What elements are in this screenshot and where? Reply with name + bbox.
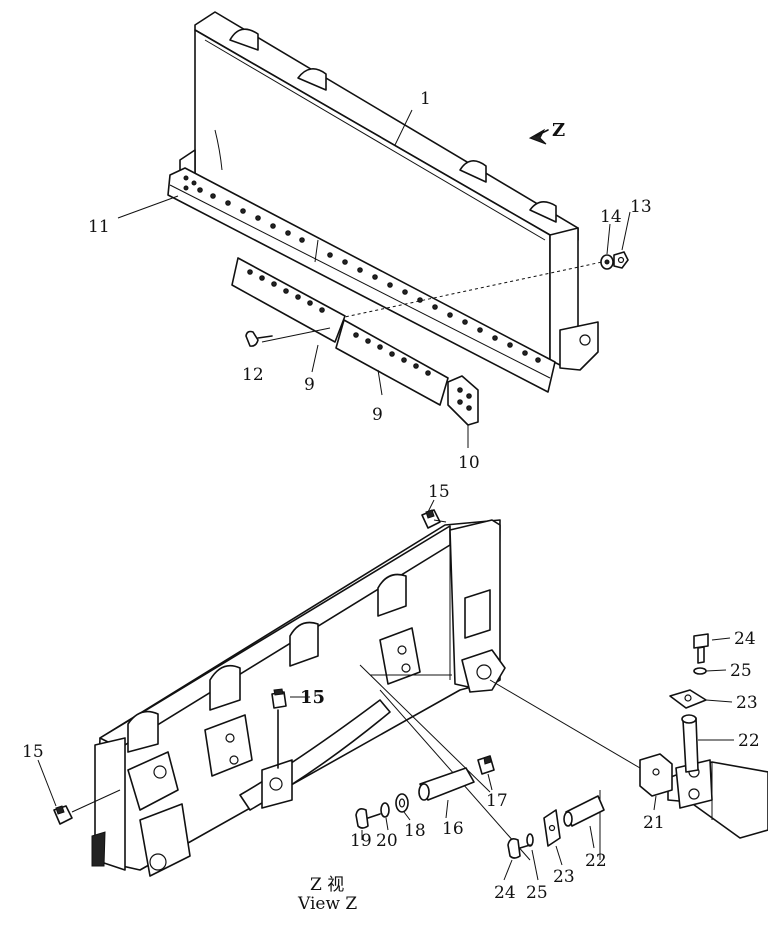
label-part-24-lower: 24	[494, 883, 516, 903]
bolt-24-lower	[507, 838, 531, 859]
washer-25-lower	[526, 833, 534, 847]
label-part-15-middle: 15	[300, 687, 325, 708]
label-part-18: 18	[404, 821, 426, 841]
cutting-edge-piece-right	[335, 319, 449, 406]
label-part-22-lower: 22	[585, 851, 607, 871]
grease-fitting-top	[421, 509, 441, 529]
label-part-16: 16	[442, 819, 464, 839]
block-21	[639, 753, 673, 797]
fitting-17	[477, 755, 495, 775]
bolt-24-right	[693, 633, 709, 664]
view-arrow	[528, 128, 549, 145]
cutting-edge-holes	[197, 187, 541, 363]
label-part-15-top: 15	[428, 482, 450, 502]
label-part-23-lower: 23	[553, 867, 575, 887]
caption-line-2: View Z	[297, 894, 357, 914]
label-part-19: 19	[350, 831, 372, 851]
nut-washer	[600, 251, 629, 270]
pin-22-lower	[563, 795, 605, 827]
label-part-25-lower: 25	[526, 883, 548, 903]
label-part-24-right: 24	[734, 629, 756, 649]
stopper-23-right	[669, 689, 707, 709]
washer-25-right	[693, 667, 707, 675]
label-part-11: 11	[88, 217, 110, 237]
collar-18	[395, 793, 409, 813]
stopper-23-lower	[543, 809, 561, 847]
label-part-10: 10	[458, 453, 480, 473]
label-part-9a: 9	[304, 375, 315, 395]
label-part-14: 14	[600, 207, 622, 227]
label-part-17: 17	[486, 791, 508, 811]
plow-bolt	[245, 330, 273, 347]
label-part-15-left: 15	[22, 742, 44, 762]
grease-fitting-left	[53, 805, 73, 825]
washer-20	[380, 802, 390, 818]
label-part-20: 20	[376, 831, 398, 851]
end-bit	[447, 375, 479, 426]
pin-16	[418, 767, 475, 801]
pin-22-right	[681, 714, 699, 773]
label-part-12: 12	[242, 365, 264, 385]
bolt-19	[355, 808, 381, 829]
label-part-1: 1	[420, 89, 431, 109]
label-part-9b: 9	[372, 405, 383, 425]
grease-fitting-middle	[271, 688, 287, 709]
cutting-edge-piece-left	[231, 257, 346, 343]
label-part-22-right: 22	[738, 731, 760, 751]
label-part-21: 21	[643, 813, 665, 833]
caption-line-1: Z 视	[310, 875, 344, 895]
view-marker: Z	[552, 120, 565, 141]
label-part-25-right: 25	[730, 661, 752, 681]
blade-assembly	[167, 11, 599, 393]
label-part-23-right: 23	[736, 693, 758, 713]
label-part-13: 13	[630, 197, 652, 217]
frame-assembly	[91, 519, 506, 877]
mounting-bracket	[667, 759, 768, 839]
